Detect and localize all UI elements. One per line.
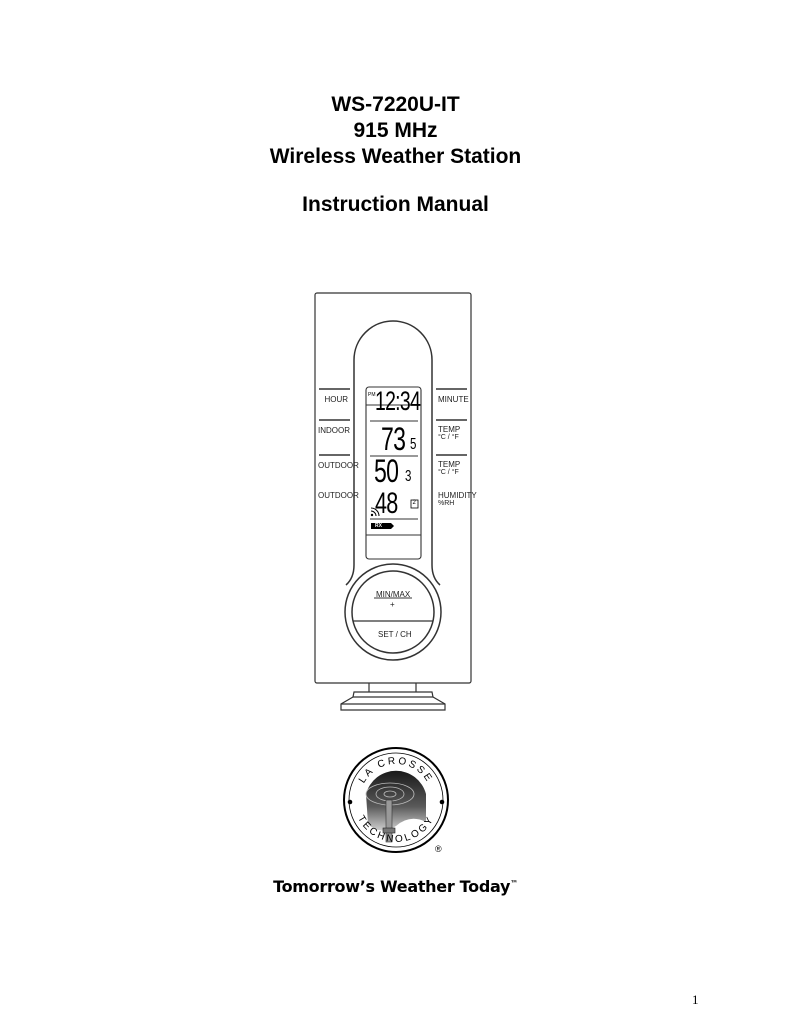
- plus-button-label: +: [390, 600, 395, 609]
- label-outdoor-humidity: OUTDOOR: [318, 491, 359, 500]
- label-minute: MINUTE: [438, 395, 469, 404]
- label-indoor-temp: TEMP: [438, 425, 461, 434]
- la-crosse-logo: LA CROSSE TECHNOLOGY ®: [340, 744, 452, 862]
- lcd-am-pm: PM: [368, 392, 376, 398]
- label-outdoor-temp: OUTDOOR: [318, 461, 359, 470]
- trademark-symbol: ™: [510, 879, 518, 888]
- tagline: Tomorrow’s Weather Today™: [0, 877, 791, 896]
- lcd-indoor-temp-decimal: 5: [410, 436, 417, 453]
- title-block: WS-7220U-IT 915 MHz Wireless Weather Sta…: [0, 92, 791, 218]
- lcd-channel: 2: [412, 500, 416, 506]
- label-indoor-temp-unit: °C / °F: [438, 434, 459, 441]
- product-name: Wireless Weather Station: [269, 145, 522, 168]
- la-crosse-logo-emblem: LA CROSSE TECHNOLOGY: [343, 747, 449, 853]
- label-outdoor-temp-unit: °C / °F: [438, 469, 459, 476]
- registered-mark: ®: [435, 844, 442, 854]
- label-outdoor-temp-right: TEMP: [438, 460, 461, 469]
- tagline-text: Tomorrow’s Weather Today: [273, 877, 511, 896]
- model-number: WS-7220U-IT: [331, 93, 460, 116]
- label-humidity-unit: %RH: [438, 500, 455, 507]
- lcd-indoor-temp: 73: [381, 421, 406, 457]
- lcd-outdoor-humidity: 48: [375, 487, 398, 520]
- label-humidity: HUMIDITY: [438, 491, 477, 500]
- label-indoor: INDOOR: [318, 426, 350, 435]
- set-ch-button-label: SET / CH: [378, 630, 412, 639]
- lcd-time: 12:34: [375, 386, 421, 416]
- lcd-rx-indicator: RX: [375, 522, 382, 529]
- lcd-outdoor-temp: 50: [374, 453, 399, 489]
- page-number: 1: [692, 992, 699, 1007]
- minmax-button-label: MIN/MAX: [376, 590, 411, 599]
- document-title: Instruction Manual: [302, 193, 489, 216]
- label-hour: HOUR: [324, 395, 348, 404]
- lcd-outdoor-temp-decimal: 3: [405, 468, 412, 485]
- frequency: 915 MHz: [353, 119, 438, 142]
